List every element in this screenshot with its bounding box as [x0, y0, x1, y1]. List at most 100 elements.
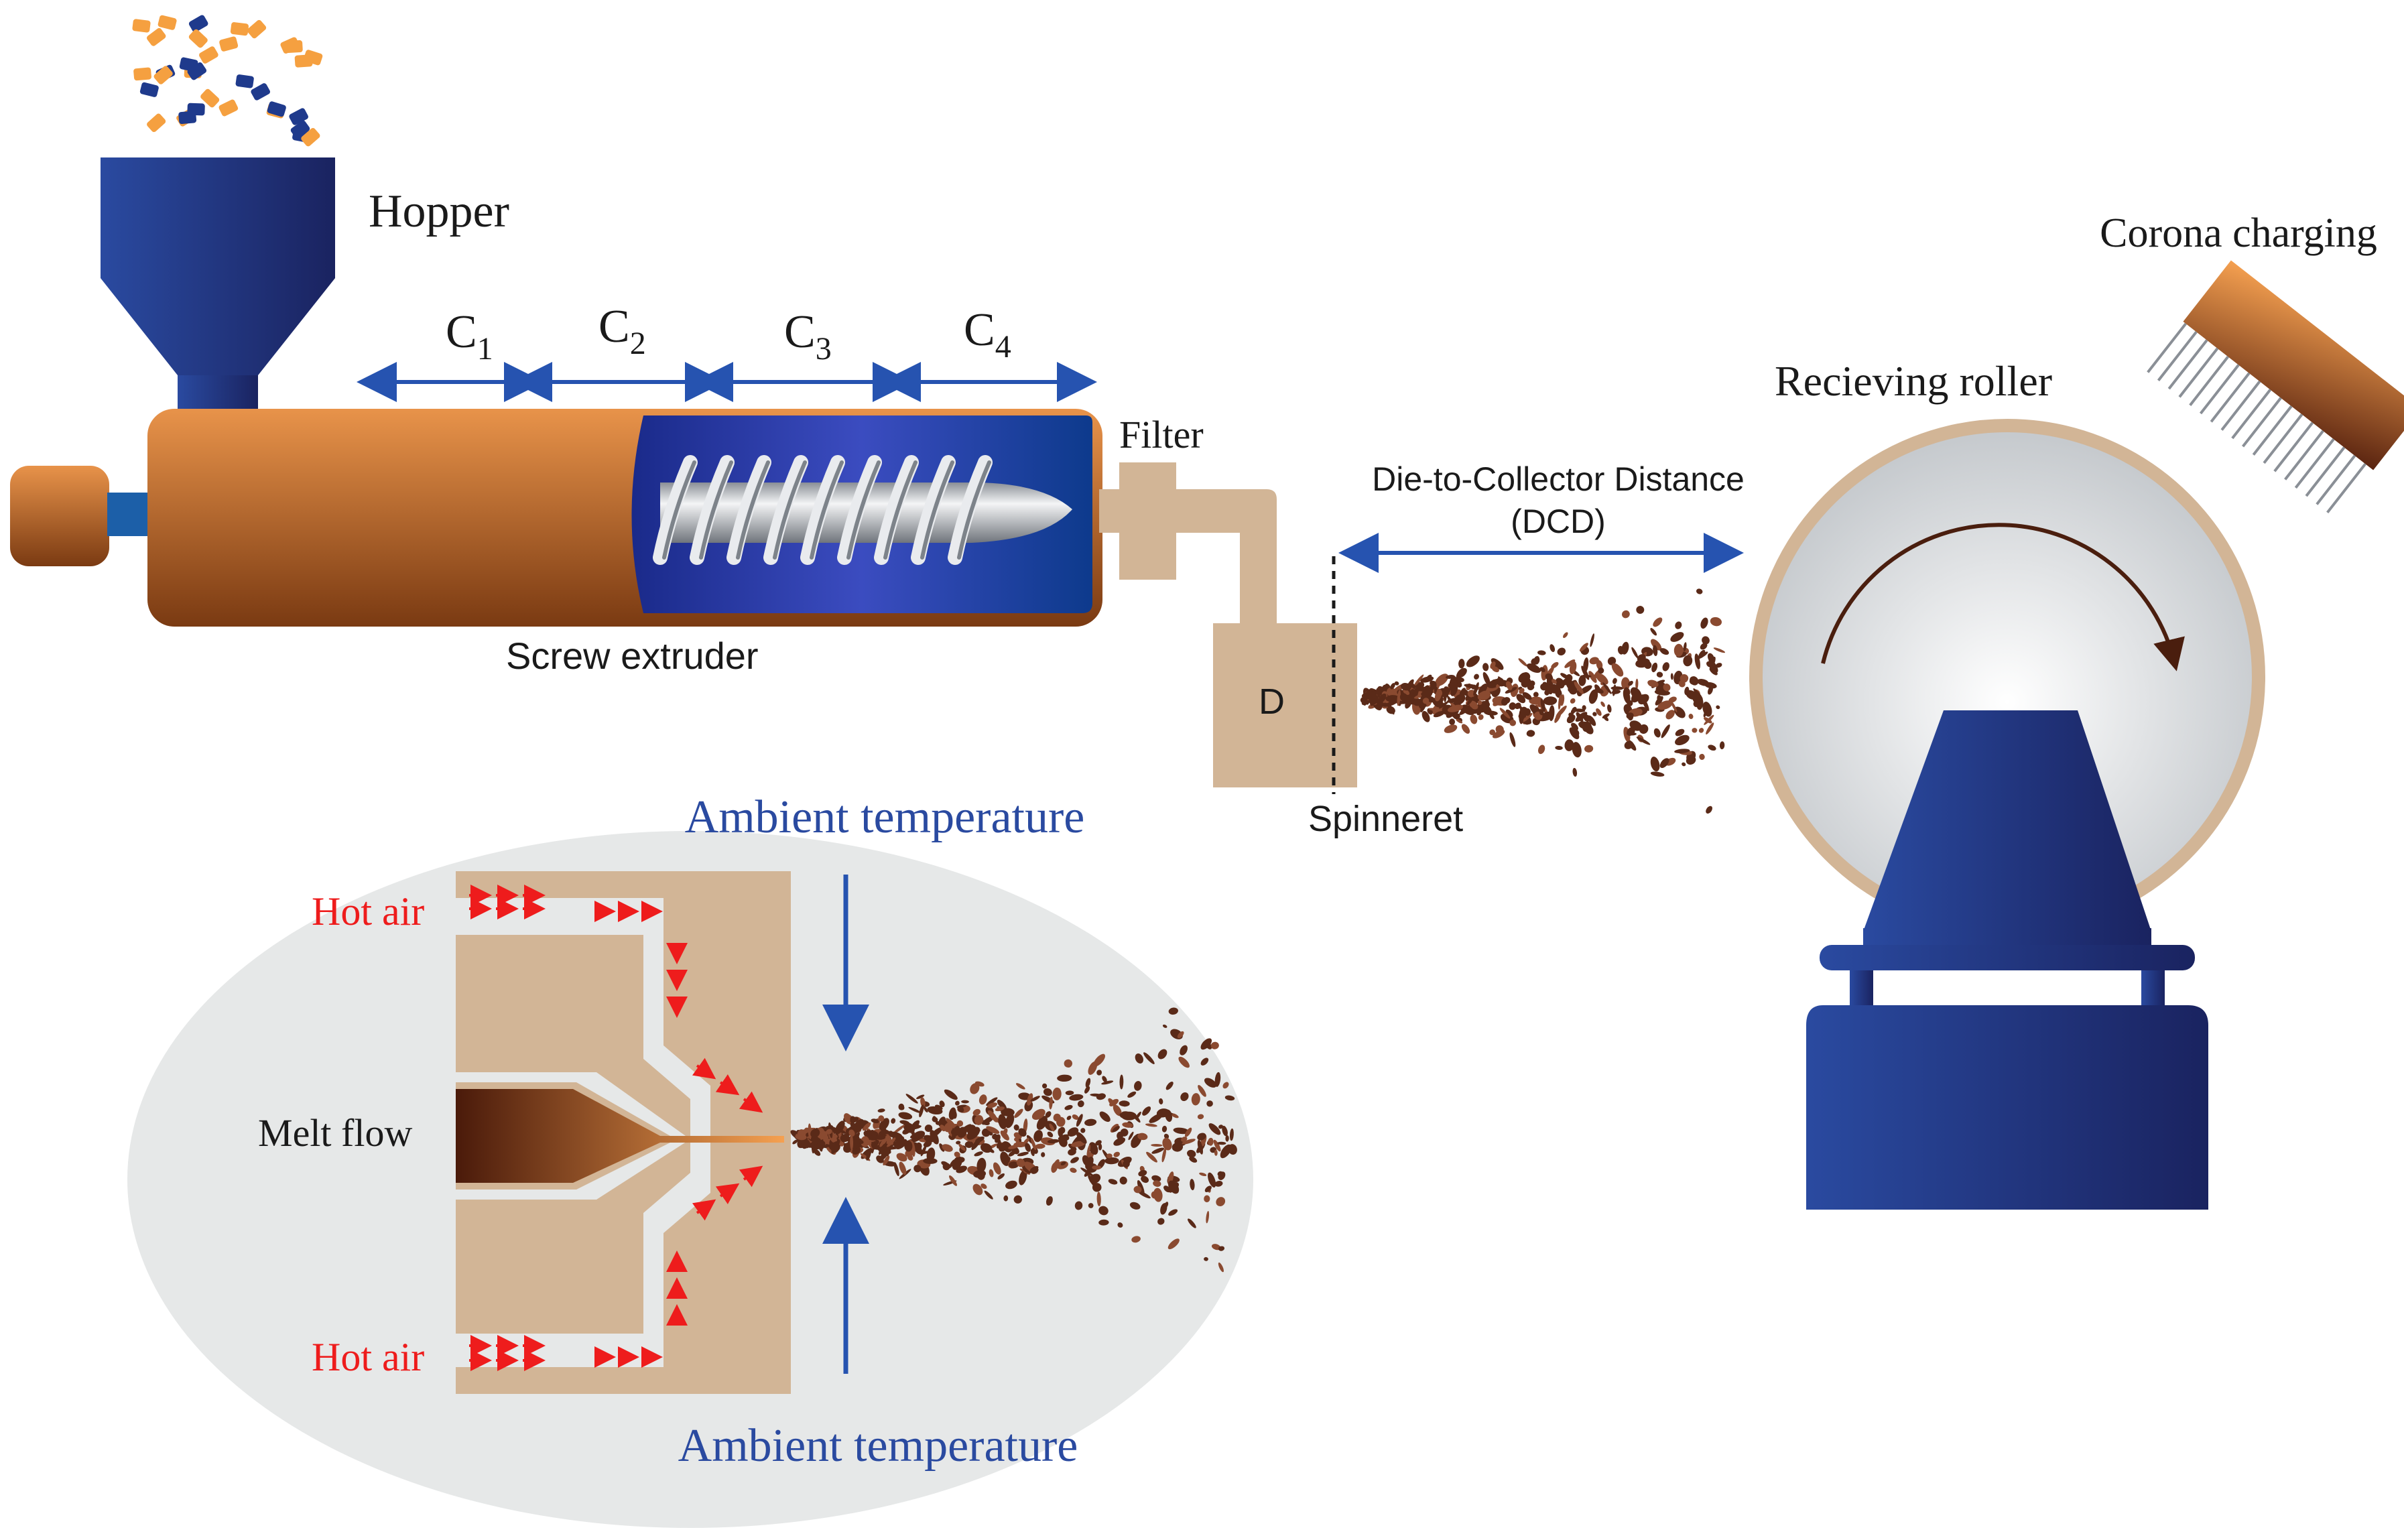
fiber: [1449, 718, 1456, 726]
fiber: [1688, 714, 1694, 719]
fiber: [1003, 1195, 1009, 1202]
fiber: [966, 1127, 980, 1140]
fiber: [1049, 1123, 1055, 1132]
zone-c4-label: C4: [964, 304, 1011, 365]
fiber: [970, 1083, 980, 1094]
fiber: [1168, 1007, 1178, 1015]
fiber: [1522, 712, 1533, 722]
fiber: [1478, 714, 1484, 720]
fiber: [803, 1139, 811, 1149]
fiber: [978, 1094, 987, 1105]
fiber: [1519, 688, 1525, 694]
fiber: [958, 1143, 966, 1151]
fiber: [1385, 695, 1400, 702]
fiber: [1014, 1108, 1023, 1118]
die-detail-inset: Ambient temperature Ambient temperature …: [127, 791, 1253, 1528]
fiber: [1117, 1131, 1124, 1140]
fiber: [1162, 1112, 1173, 1117]
fiber: [1540, 698, 1545, 712]
fiber: [923, 1106, 928, 1113]
fiber: [924, 1125, 933, 1133]
fiber: [1651, 639, 1662, 651]
fiber: [1076, 1114, 1083, 1127]
melt-channel: [456, 1089, 784, 1183]
ambient-temperature-top-label: Ambient temperature: [685, 791, 1085, 843]
fiber: [900, 1105, 905, 1110]
fiber: [1579, 643, 1588, 652]
pellet: [301, 127, 320, 147]
fiber: [915, 1142, 922, 1150]
fiber: [1098, 1143, 1102, 1151]
fiber: [1706, 722, 1714, 734]
fiber: [1495, 725, 1504, 734]
pellet: [147, 113, 166, 133]
fiber: [1229, 1128, 1234, 1141]
fiber: [1602, 682, 1612, 694]
fiber: [1180, 1045, 1188, 1055]
fiber: [1223, 1149, 1228, 1155]
fiber: [1458, 659, 1465, 669]
hot-air-bottom-label: Hot air: [312, 1335, 424, 1379]
fiber: [1218, 1125, 1223, 1129]
fiber: [1505, 681, 1513, 690]
fiber: [1119, 1074, 1124, 1090]
fiber: [1074, 1201, 1083, 1210]
fiber: [1178, 1056, 1190, 1068]
fiber: [792, 1139, 798, 1145]
fiber: [1716, 705, 1720, 710]
fiber: [910, 1131, 925, 1139]
screw-flight: [874, 455, 919, 565]
fiber: [1184, 1127, 1192, 1137]
pellet: [187, 62, 207, 80]
fiber: [1428, 708, 1443, 712]
fiber: [1543, 696, 1558, 706]
fiber: [1621, 677, 1631, 690]
fiber: [1505, 687, 1517, 694]
receiving-roller-label: Recieving roller: [1775, 357, 2052, 405]
fiber: [1030, 1167, 1039, 1174]
fiber: [1058, 1128, 1064, 1137]
fiber: [1715, 663, 1722, 668]
fiber: [935, 1120, 940, 1125]
fiber: [1113, 1151, 1120, 1157]
fiber: [1367, 694, 1374, 698]
pellet: [267, 101, 286, 117]
fiber: [1137, 1133, 1148, 1141]
fiber: [1670, 632, 1684, 642]
fiber: [895, 1139, 907, 1150]
fiber: [1521, 672, 1531, 682]
fiber: [989, 1169, 994, 1177]
fiber: [1421, 690, 1434, 696]
melt-flow-label: Melt flow: [258, 1111, 412, 1155]
fiber: [998, 1114, 1007, 1129]
fiber: [1047, 1139, 1060, 1144]
fiber: [1476, 707, 1482, 716]
fiber: [1129, 1202, 1141, 1210]
fiber: [1526, 730, 1535, 737]
fiber: [1647, 680, 1659, 688]
fiber: [1066, 1115, 1072, 1120]
fiber: [1674, 706, 1686, 718]
fiber: [1584, 745, 1594, 753]
screw-flight: [948, 455, 993, 565]
fiber: [1108, 1098, 1115, 1106]
fiber: [1015, 1083, 1025, 1090]
fiber: [987, 1110, 998, 1122]
fiber: [1411, 684, 1415, 690]
screw-flight: [911, 455, 956, 565]
die-label: D: [1259, 682, 1285, 722]
fiber: [1518, 658, 1528, 667]
fiber: [986, 1126, 1000, 1134]
fiber: [896, 1153, 907, 1162]
fiber: [1104, 1157, 1119, 1165]
fiber: [1444, 724, 1458, 733]
fiber: [1069, 1094, 1084, 1101]
fiber: [1551, 661, 1559, 669]
fiber: [1108, 1179, 1118, 1185]
fiber: [1443, 686, 1447, 702]
fiber: [1041, 1152, 1046, 1157]
fiber: [1709, 667, 1718, 676]
fiber: [980, 1143, 993, 1153]
fiber: [1473, 682, 1479, 696]
fiber: [795, 1133, 807, 1141]
